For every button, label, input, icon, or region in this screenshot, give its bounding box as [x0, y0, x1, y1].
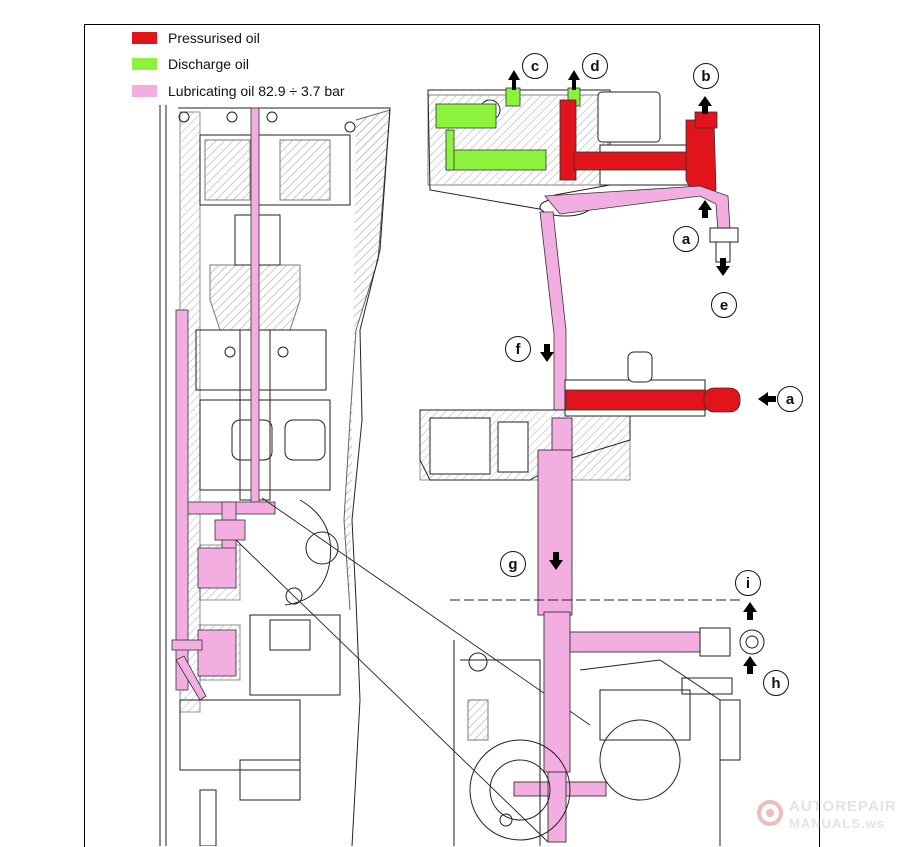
callout-a-mid: a — [777, 386, 803, 412]
callout-d: d — [582, 53, 608, 79]
callout-g: g — [500, 551, 526, 577]
flow-arrow-icon — [508, 70, 776, 674]
discharge-oil-lines — [435, 87, 581, 171]
fitting-right — [681, 627, 765, 695]
gear-wrench-logo-icon — [757, 800, 783, 826]
callout-h: h — [763, 670, 789, 696]
callout-i: i — [735, 570, 761, 596]
lube-column — [513, 417, 731, 843]
pressurised-oil-lines-mid — [565, 387, 741, 413]
pressurised-oil-lines-top — [559, 99, 718, 199]
legend-label-pressurised: Pressurised oil — [168, 30, 260, 46]
watermark-line2: MANUALS.ws — [789, 816, 885, 831]
lubricating-swatch — [132, 85, 157, 97]
legend-label-lubricating: Lubricating oil 82.9 ÷ 3.7 bar — [168, 83, 345, 99]
transmission-housing-section — [159, 105, 391, 846]
watermark-line1: AUTOREPAIR — [789, 798, 897, 815]
leader-lines — [235, 497, 591, 843]
callout-c: c — [522, 53, 548, 79]
watermark-logo: AUTOREPAIR MANUALS.ws — [755, 796, 905, 836]
callout-f: f — [505, 336, 531, 362]
callout-e: e — [711, 292, 737, 318]
lower-housing — [450, 599, 741, 846]
drawing-frame — [84, 24, 820, 847]
pressurised-swatch — [132, 32, 157, 44]
callout-b: b — [693, 63, 719, 89]
callout-a-top: a — [673, 226, 699, 252]
fittings-top — [709, 227, 739, 263]
legend-label-discharge: Discharge oil — [168, 56, 249, 72]
left-lube-channels — [171, 107, 276, 701]
discharge-swatch — [132, 58, 157, 70]
